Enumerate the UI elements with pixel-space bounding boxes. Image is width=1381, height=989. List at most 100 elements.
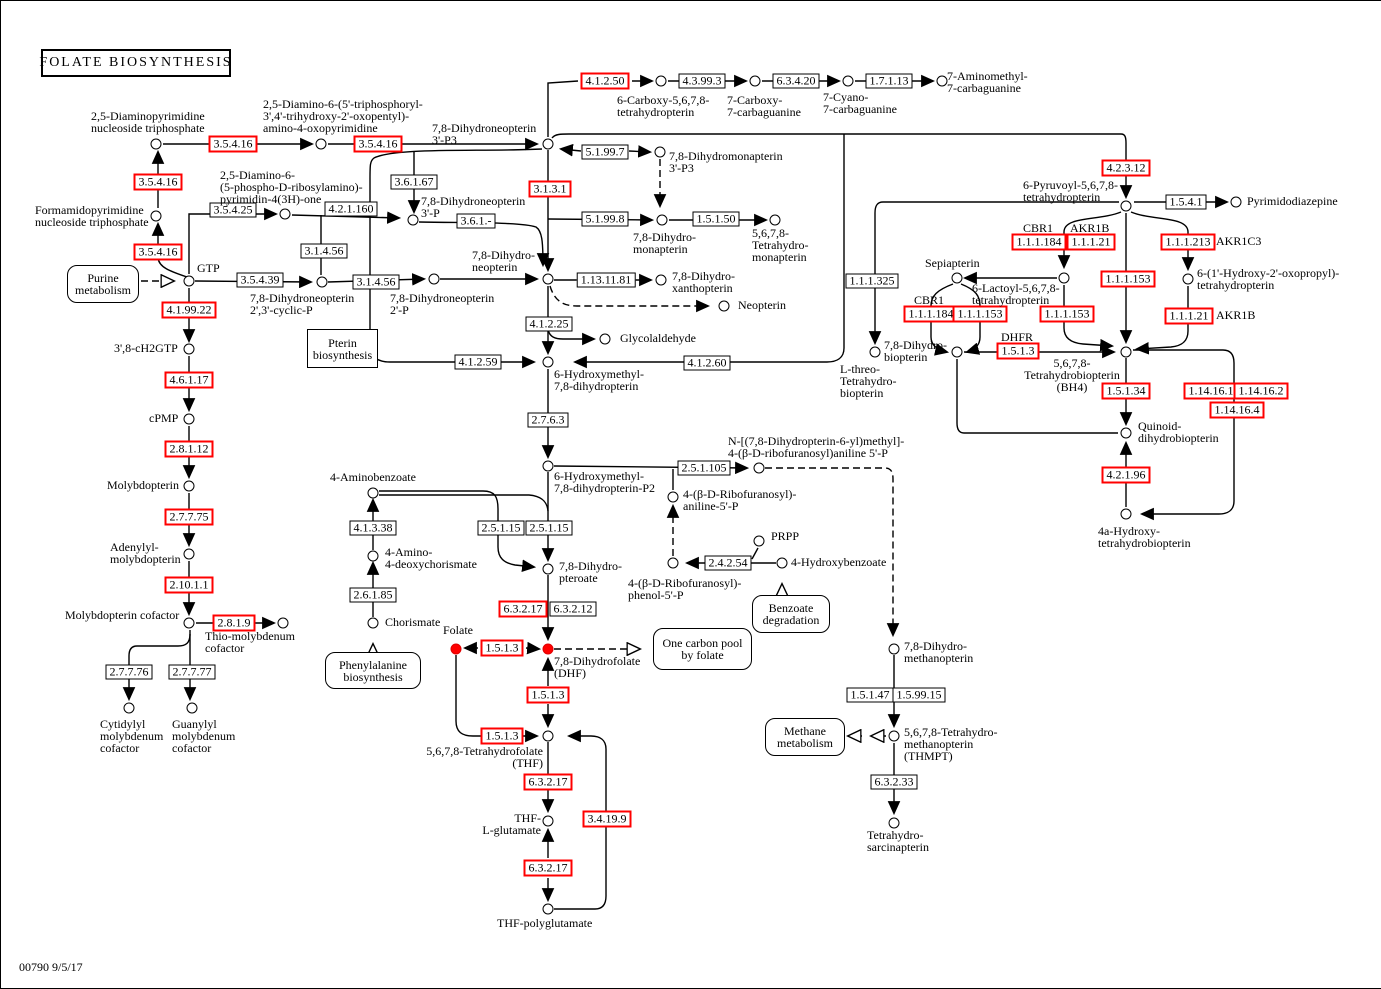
enzyme-box-3.4.19.9[interactable]: 3.4.19.9 [582, 810, 632, 828]
enzyme-box-6.3.2.17[interactable]: 6.3.2.17 [523, 859, 573, 877]
compound-circle-7-carboxy-7-carbaguanine[interactable] [749, 75, 761, 87]
enzyme-box-3.1.4.56[interactable]: 3.1.4.56 [300, 243, 348, 259]
enzyme-box-1.1.1.21[interactable]: 1.1.1.21 [1164, 307, 1214, 325]
compound-circle-N-dihydropterin-6-yl-methyl-ribofuranosyl-aniline-5-P[interactable] [753, 462, 765, 474]
compound-circle-6-hydroxymethyl-7,8-dihydropterin-P2[interactable] [542, 460, 554, 472]
enzyme-box-3.5.4.25[interactable]: 3.5.4.25 [209, 202, 257, 218]
compound-circle-7,8-dihydroneopterin-3-P[interactable] [407, 214, 419, 226]
enzyme-box-3.1.4.56[interactable]: 3.1.4.56 [352, 274, 400, 290]
compound-circle-3,8-cH2GTP[interactable] [183, 343, 195, 355]
compound-circle-7,8-dihydromethanopterin[interactable] [888, 643, 900, 655]
compound-circle-tetrahydrobiopterin-BH4[interactable] [1120, 346, 1132, 358]
enzyme-box-3.6.1.67[interactable]: 3.6.1.67 [390, 174, 438, 190]
compound-circle-2,5-diaminopyrimidine-nucleoside-triphosphate[interactable] [150, 138, 162, 150]
compound-circle-7-cyano-7-carbaguanine[interactable] [842, 75, 854, 87]
compound-circle-cytidylyl-molybdenum-cofactor[interactable] [123, 702, 135, 714]
compound-circle-neopterin[interactable] [718, 300, 730, 312]
compound-circle-7,8-dihydroneopterin[interactable] [542, 273, 554, 285]
enzyme-box-6.3.2.17[interactable]: 6.3.2.17 [498, 600, 548, 618]
enzyme-box-1.5.99.15[interactable]: 1.5.99.15 [892, 687, 946, 703]
compound-circle-5,6,7,8-tetrahydromethanopterin[interactable] [888, 730, 900, 742]
enzyme-box-6.3.4.20[interactable]: 6.3.4.20 [772, 73, 820, 89]
enzyme-box-1.1.1.153[interactable]: 1.1.1.153 [952, 305, 1008, 323]
compound-circle-4-amino-4-deoxychorismate[interactable] [367, 550, 379, 562]
compound-circle-7,8-dihydroneopterin-2-P[interactable] [428, 273, 440, 285]
compound-circle-cPMP[interactable] [183, 413, 195, 425]
enzyme-box-3.5.4.16[interactable]: 3.5.4.16 [133, 173, 183, 191]
enzyme-box-2.7.7.76[interactable]: 2.7.7.76 [105, 664, 153, 680]
enzyme-box-2.8.1.9[interactable]: 2.8.1.9 [212, 614, 256, 632]
compound-circle-molybdopterin-cofactor[interactable] [183, 617, 195, 629]
enzyme-box-3.5.4.16[interactable]: 3.5.4.16 [208, 135, 258, 153]
enzyme-box-3.6.1.-[interactable]: 3.6.1.- [456, 213, 496, 229]
compound-circle-6-hydroxy-oxopropyl-tetrahydropterin[interactable] [1182, 273, 1194, 285]
pathway-link-pterin[interactable]: Pterin biosynthesis [307, 329, 378, 368]
enzyme-box-2.10.1.1[interactable]: 2.10.1.1 [164, 576, 214, 594]
compound-circle-5,6,7,8-tetrahydrofolate[interactable] [542, 730, 554, 742]
enzyme-box-2.5.1.15[interactable]: 2.5.1.15 [477, 520, 525, 536]
compound-circle-GTP[interactable] [183, 275, 195, 287]
enzyme-box-4.1.2.25[interactable]: 4.1.2.25 [525, 316, 573, 332]
enzyme-box-4.2.3.12[interactable]: 4.2.3.12 [1101, 159, 1151, 177]
enzyme-box-1.1.1.325[interactable]: 1.1.1.325 [845, 273, 899, 289]
enzyme-box-3.1.3.1[interactable]: 3.1.3.1 [528, 180, 572, 198]
enzyme-box-1.1.1.21[interactable]: 1.1.1.21 [1066, 233, 1116, 251]
enzyme-box-4.2.1.160[interactable]: 4.2.1.160 [324, 201, 378, 217]
compound-circle-4-aminobenzoate[interactable] [367, 487, 379, 499]
compound-circle-7,8-dihydropteroate[interactable] [542, 563, 554, 575]
compound-circle-6-lactoyl-5,6,7,8-tetrahydropterin[interactable] [1058, 272, 1070, 284]
enzyme-box-1.5.1.3[interactable]: 1.5.1.3 [526, 686, 570, 704]
enzyme-box-2.7.7.77[interactable]: 2.7.7.77 [168, 664, 216, 680]
enzyme-box-1.14.16.2[interactable]: 1.14.16.2 [1233, 382, 1289, 400]
compound-circle-adenylyl-molybdopterin[interactable] [183, 548, 195, 560]
compound-circle-7,8-dihydrofolate[interactable] [542, 643, 554, 655]
enzyme-box-6.3.2.33[interactable]: 6.3.2.33 [870, 774, 918, 790]
enzyme-box-1.13.11.81[interactable]: 1.13.11.81 [576, 272, 636, 288]
pathway-link-benzoate[interactable]: Benzoate degradation [752, 595, 830, 633]
enzyme-box-1.1.1.213[interactable]: 1.1.1.213 [1160, 233, 1216, 251]
enzyme-box-1.5.1.3[interactable]: 1.5.1.3 [996, 342, 1040, 360]
enzyme-box-1.1.1.153[interactable]: 1.1.1.153 [1100, 270, 1156, 288]
compound-circle-7,8-dihydrobiopterin[interactable] [951, 346, 963, 358]
compound-circle-2,5-diamino-6-phospho-D-ribosylamino-pyrimidinone[interactable] [279, 208, 291, 220]
enzyme-box-1.5.1.47[interactable]: 1.5.1.47 [846, 687, 894, 703]
enzyme-box-4.6.1.17[interactable]: 4.6.1.17 [164, 371, 214, 389]
enzyme-box-1.5.1.3[interactable]: 1.5.1.3 [480, 639, 524, 657]
pathway-link-purine[interactable]: Purine metabolism [67, 265, 139, 303]
compound-circle-4-hydroxybenzoate[interactable] [776, 557, 788, 569]
enzyme-box-1.5.1.34[interactable]: 1.5.1.34 [1101, 382, 1151, 400]
enzyme-box-4.1.2.60[interactable]: 4.1.2.60 [683, 355, 731, 371]
compound-circle-quinoid-dihydrobiopterin[interactable] [1120, 427, 1132, 439]
compound-circle-L-threo-tetrahydrobiopterin[interactable] [869, 346, 881, 358]
compound-circle-4-ribofuranosyl-phenol-5-P[interactable] [667, 557, 679, 569]
enzyme-box-1.1.1.184[interactable]: 1.1.1.184 [903, 305, 959, 323]
enzyme-box-2.8.1.12[interactable]: 2.8.1.12 [164, 440, 214, 458]
compound-circle-7-aminomethyl-7-carbaguanine[interactable] [936, 75, 948, 87]
compound-circle-2,5-diamino-6-triphosphoryl-oxopentyl-amino-4-oxopyrimidine[interactable] [315, 138, 327, 150]
compound-circle-molybdopterin[interactable] [183, 480, 195, 492]
compound-circle-glycolaldehyde[interactable] [599, 333, 611, 345]
compound-circle-7,8-dihydroxanthopterin[interactable] [655, 274, 667, 286]
enzyme-box-2.7.6.3[interactable]: 2.7.6.3 [527, 412, 569, 428]
enzyme-box-3.5.4.16[interactable]: 3.5.4.16 [133, 243, 183, 261]
enzyme-box-4.1.99.22[interactable]: 4.1.99.22 [161, 301, 217, 319]
enzyme-box-2.5.1.15[interactable]: 2.5.1.15 [525, 520, 573, 536]
compound-circle-6-carboxy-5,6,7,8-tetrahydropterin[interactable] [655, 75, 667, 87]
compound-circle-THF-polyglutamate[interactable] [542, 903, 554, 915]
compound-circle-pyrimidodiazepine[interactable] [1230, 196, 1242, 208]
enzyme-box-3.5.4.16[interactable]: 3.5.4.16 [353, 135, 403, 153]
compound-circle-7,8-dihydromonapterin[interactable] [656, 214, 668, 226]
enzyme-box-4.1.3.38[interactable]: 4.1.3.38 [349, 520, 397, 536]
compound-circle-folate[interactable] [450, 643, 462, 655]
enzyme-box-2.6.1.85[interactable]: 2.6.1.85 [349, 587, 397, 603]
compound-circle-THF-L-glutamate[interactable] [542, 815, 554, 827]
compound-circle-7,8-dihydroneopterin-3-P3[interactable] [542, 138, 554, 150]
enzyme-box-1.5.1.3[interactable]: 1.5.1.3 [480, 727, 524, 745]
compound-circle-4a-hydroxy-tetrahydrobiopterin[interactable] [1120, 508, 1132, 520]
enzyme-box-2.7.7.75[interactable]: 2.7.7.75 [164, 508, 214, 526]
compound-circle-sepiapterin[interactable] [951, 272, 963, 284]
compound-circle-4-ribofuranosyl-aniline-5-P[interactable] [667, 491, 679, 503]
enzyme-box-4.3.99.3[interactable]: 4.3.99.3 [678, 73, 726, 89]
enzyme-box-1.14.16.1[interactable]: 1.14.16.1 [1183, 382, 1239, 400]
compound-circle-5,6,7,8-tetrahydromonapterin[interactable] [769, 214, 781, 226]
